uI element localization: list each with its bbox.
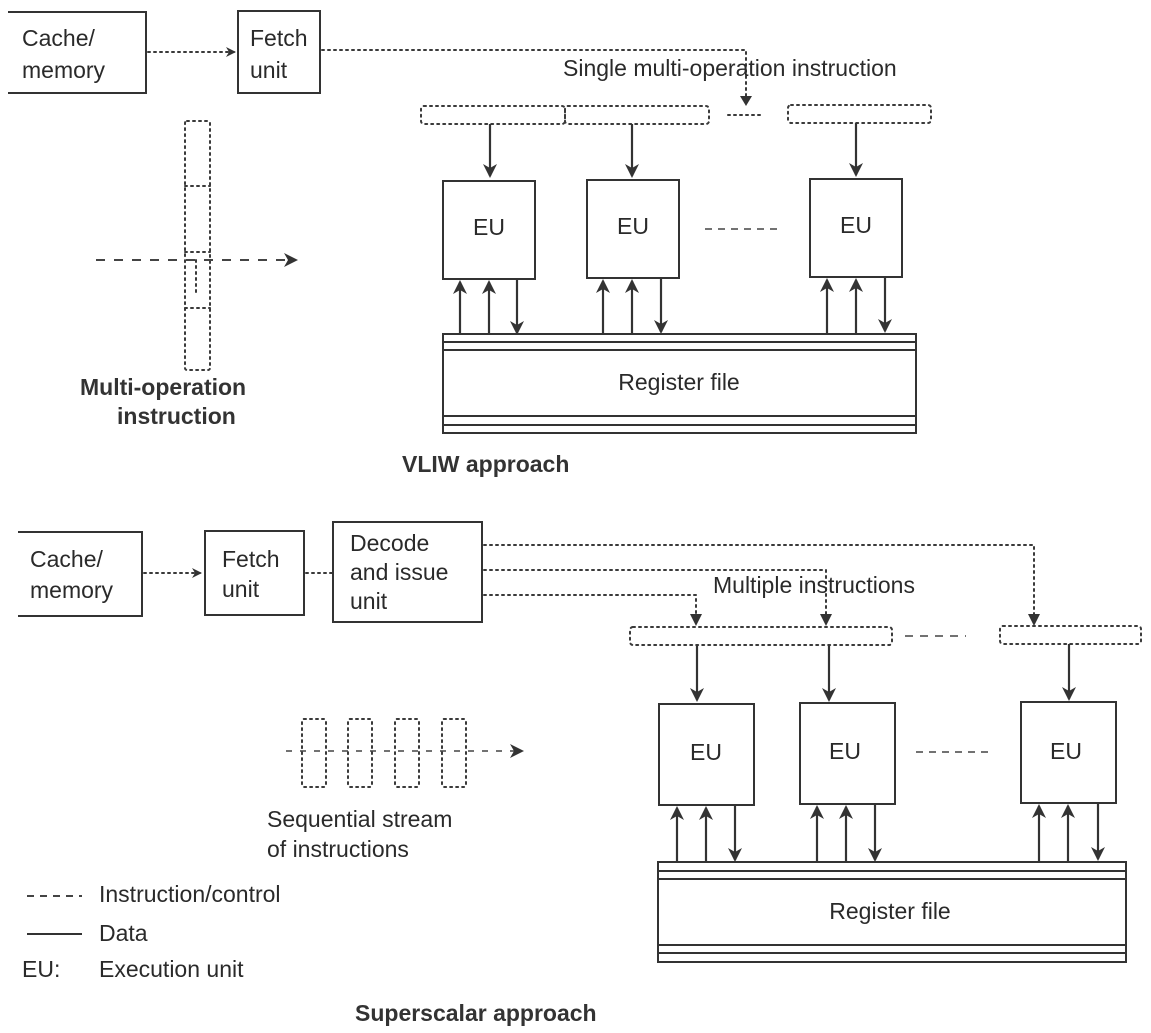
ss-issue-arrowhead-2 [820, 614, 832, 626]
vliw-register-file: Register file [442, 333, 917, 434]
vliw-cache-label-2: memory [22, 57, 106, 83]
vliw-fetch-to-instruction-line [321, 49, 747, 99]
vliw-fetch-label-1: Fetch [250, 25, 308, 51]
ss-stream-label-2: of instructions [267, 836, 409, 862]
vliw-eu-3-label: EU [840, 212, 872, 238]
legend: Instruction/control Data EU: Execution u… [22, 881, 281, 982]
vliw-slot-3 [787, 104, 932, 124]
vliw-eu-2: EU [586, 179, 680, 279]
ss-sequential-stream-icon [286, 718, 524, 788]
vliw-fetch-label-2: unit [250, 57, 288, 83]
ss-eu-1-label: EU [690, 739, 722, 765]
ss-issue-arrowhead-3 [1028, 614, 1040, 626]
vliw-title: VLIW approach [402, 451, 569, 477]
ss-issue-arrowhead-1 [690, 614, 702, 626]
vliw-multiop-label-1: Multi-operation [80, 374, 246, 400]
ss-cache-memory-box: Cache/ memory [18, 531, 143, 617]
ss-decode-issue-box: Decode and issue unit [332, 521, 483, 623]
legend-instruction-label: Instruction/control [99, 881, 281, 907]
ss-issue-line-1 [483, 594, 697, 617]
ss-slot-3 [999, 625, 1142, 645]
ss-cache-label-2: memory [30, 577, 114, 603]
ss-decode-label-2: and issue [350, 559, 448, 585]
vliw-section: Cache/ memory Fetch unit Single multi-op… [8, 10, 932, 477]
ss-eu-3: EU [1020, 701, 1117, 804]
ss-slot-1-2 [629, 626, 893, 646]
vliw-register-file-label: Register file [618, 369, 739, 395]
vliw-fetch-unit-box: Fetch unit [237, 10, 321, 94]
ss-instruction-label: Multiple instructions [713, 572, 915, 598]
ss-fetch-label-1: Fetch [222, 546, 280, 572]
ss-eu-3-label: EU [1050, 738, 1082, 764]
ss-decode-label-1: Decode [350, 530, 429, 556]
vliw-instruction-arrowhead [740, 96, 752, 106]
vliw-slot-1 [420, 105, 566, 125]
vliw-multiop-instruction-icon [184, 120, 211, 371]
vliw-eu-1: EU [442, 180, 536, 280]
vliw-eu-2-label: EU [617, 213, 649, 239]
legend-eu-label: Execution unit [99, 956, 244, 982]
legend-data-label: Data [99, 920, 148, 946]
ss-instruction-slots [629, 625, 1142, 646]
ss-eu-1: EU [658, 703, 755, 806]
ss-register-file-label: Register file [829, 898, 950, 924]
vliw-data-arrows [453, 278, 892, 335]
vliw-eu-1-label: EU [473, 214, 505, 240]
ss-eu-2: EU [799, 702, 896, 805]
ss-register-file: Register file [657, 861, 1127, 963]
ss-fetch-label-2: unit [222, 576, 260, 602]
ss-title: Superscalar approach [355, 1000, 597, 1026]
vliw-cache-label-1: Cache/ [22, 25, 95, 51]
ss-stream-label-1: Sequential stream [267, 806, 452, 832]
ss-cache-label-1: Cache/ [30, 546, 103, 572]
vliw-instruction-slots [420, 104, 932, 125]
vliw-cache-memory-box: Cache/ memory [8, 11, 147, 94]
ss-decode-label-3: unit [350, 588, 388, 614]
vliw-multiop-label-2: instruction [117, 403, 236, 429]
vliw-eu-3: EU [809, 178, 903, 278]
ss-data-arrows [670, 804, 1105, 862]
ss-issue-line-2 [483, 569, 827, 617]
ss-fetch-unit-box: Fetch unit [204, 530, 305, 616]
superscalar-section: Cache/ memory Fetch unit Decode and issu… [18, 521, 1142, 1026]
vliw-slot-2 [564, 105, 710, 125]
vliw-instruction-label: Single multi-operation instruction [563, 55, 897, 81]
legend-eu-abbrev: EU: [22, 956, 60, 982]
ss-eu-2-label: EU [829, 738, 861, 764]
